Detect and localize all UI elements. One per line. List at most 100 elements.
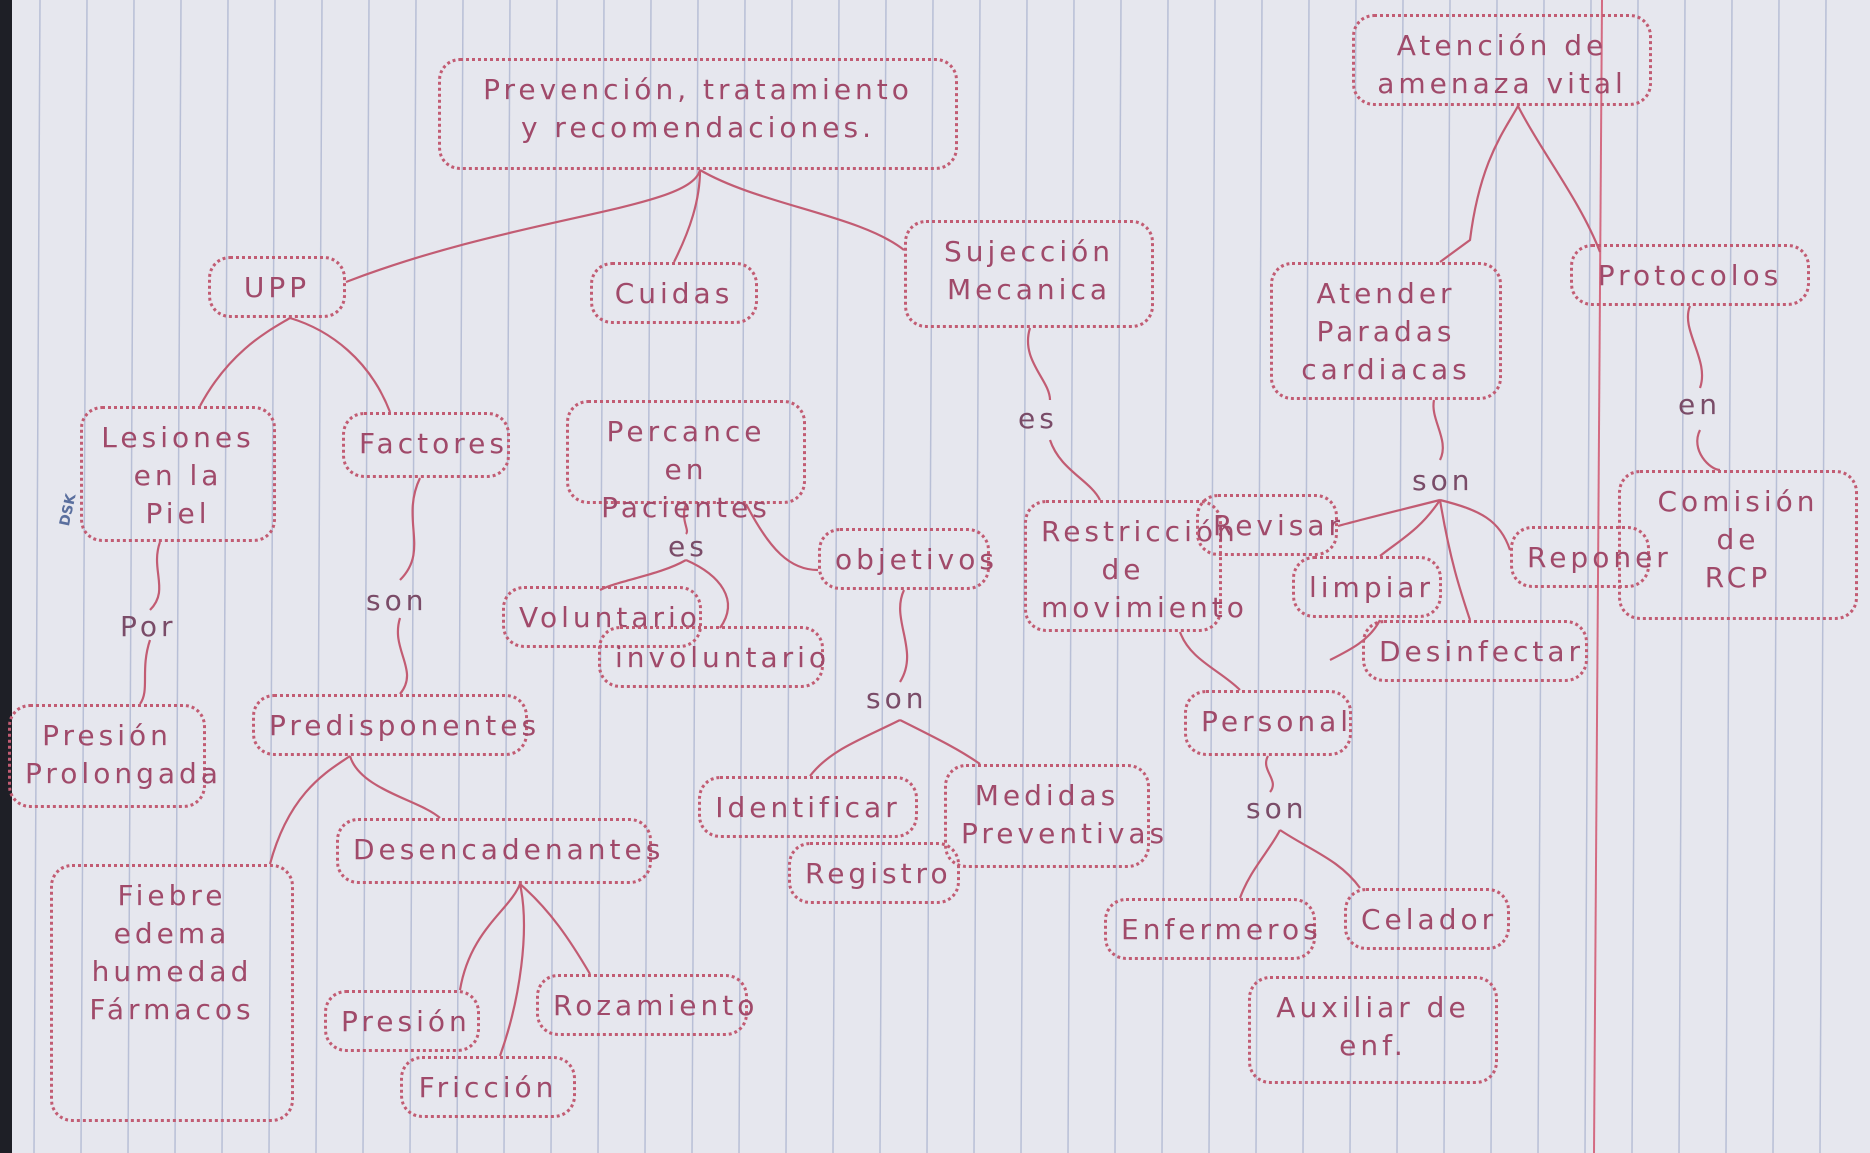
rule-line [1490, 0, 1498, 1153]
rule-line [1349, 0, 1357, 1153]
connector-line [685, 558, 730, 629]
connector-line [745, 503, 819, 572]
connector-line [1439, 498, 1512, 551]
node-cuidas: Cuidas [590, 262, 758, 324]
link-label-son-objetivos: son [866, 682, 928, 715]
connector-line [348, 755, 441, 819]
rule-line [597, 0, 605, 1153]
rule-line [691, 0, 699, 1153]
rule-line [221, 0, 229, 1153]
link-label-son-atender: son [1412, 464, 1474, 497]
node-lesiones: Lesiones en la Piel [80, 406, 276, 542]
rule-line [268, 0, 276, 1153]
rule-line [1584, 0, 1592, 1153]
node-rozamiento: Rozamiento [536, 974, 754, 1036]
node-personal: Personal [1184, 690, 1352, 756]
node-medidas: Medidas Preventivas [944, 764, 1164, 868]
connector-line [268, 755, 351, 865]
rule-line [926, 0, 934, 1153]
rule-line [362, 0, 370, 1153]
rule-line [1255, 0, 1263, 1153]
link-label-son-factores: son [366, 584, 428, 617]
connector-line [699, 169, 905, 251]
rule-line [879, 0, 887, 1153]
node-upp: UPP [208, 256, 346, 318]
rule-line [1537, 0, 1545, 1153]
node-atender: Atender Paradas cardiacas [1270, 262, 1502, 400]
rule-line [456, 0, 464, 1153]
connector-line [1438, 499, 1472, 621]
connector-line [396, 617, 409, 695]
node-restriccion: Restricción de movimiento [1024, 500, 1244, 632]
rule-line [409, 0, 417, 1153]
rule-line [174, 0, 182, 1153]
link-label-es-percance: es [668, 530, 708, 563]
connector-line [899, 719, 981, 765]
connector-line [899, 589, 909, 683]
page-edge [0, 0, 12, 1153]
node-objetivos: objetivos [818, 528, 994, 590]
connector-line [1265, 755, 1274, 793]
rule-line [644, 0, 652, 1153]
node-presion: Presión [324, 990, 480, 1052]
connector-line [1379, 499, 1441, 557]
link-label-son-personal: son [1246, 792, 1308, 825]
rule-line [1819, 0, 1827, 1153]
rule-line [785, 0, 793, 1153]
connector-line [149, 541, 162, 611]
connector-line [1178, 631, 1241, 691]
node-predisponentes: Predisponentes [252, 694, 536, 756]
node-fiebre: Fiebre edema humedad Fármacos [50, 864, 294, 1122]
rule-line [1678, 0, 1686, 1153]
connector-line [1517, 105, 1602, 253]
rule-line [1443, 0, 1451, 1153]
connector-line [399, 477, 421, 581]
connector-line [139, 639, 152, 705]
connector-line [1337, 498, 1441, 528]
connector-line [1238, 829, 1281, 899]
rule-line [738, 0, 746, 1153]
node-revisar: Revisar [1196, 494, 1340, 556]
connector-line [1687, 305, 1703, 389]
link-label-en-protocolos: en [1678, 388, 1721, 421]
rule-line [1067, 0, 1075, 1153]
node-comision: Comisión de RCP [1618, 470, 1858, 620]
node-sujeccion: Sujección Mecanica [904, 220, 1154, 328]
node-friccion: Fricción [400, 1056, 576, 1118]
connector-line [809, 719, 901, 777]
rule-line [1396, 0, 1404, 1153]
connector-line [458, 883, 522, 991]
connector-line [682, 503, 689, 535]
rule-line [315, 0, 323, 1153]
node-registro: Registro [788, 842, 960, 904]
node-identificar: Identificar [698, 776, 918, 838]
connector-line [498, 883, 526, 1057]
connector-line [1279, 829, 1361, 889]
node-atencion: Atención de amenaza vital [1352, 14, 1652, 106]
connector-line [1048, 439, 1101, 501]
connector-line [199, 317, 291, 407]
node-limpiar: limpiar [1292, 556, 1442, 618]
connector-line [1027, 327, 1052, 401]
rule-line [503, 0, 511, 1153]
rule-line [1772, 0, 1780, 1153]
rule-line [33, 0, 41, 1153]
connector-line [673, 169, 702, 263]
connector-line [345, 169, 702, 284]
node-percance: Percance en Pacientes [566, 400, 806, 524]
rule-line [550, 0, 558, 1153]
rule-line [127, 0, 135, 1153]
rule-line [1208, 0, 1216, 1153]
connector-line [1432, 399, 1444, 461]
connector-line [519, 883, 591, 975]
node-involuntario: involuntario [598, 626, 826, 688]
connector-line [289, 316, 392, 413]
node-auxiliar: Auxiliar de enf. [1248, 976, 1498, 1084]
node-desinfectar: Desinfectar [1362, 620, 1588, 682]
node-celador: Celador [1344, 888, 1510, 950]
node-protocolos: Protocolos [1570, 244, 1810, 306]
node-prevencion: Prevención, tratamiento y recomendacione… [438, 58, 958, 170]
